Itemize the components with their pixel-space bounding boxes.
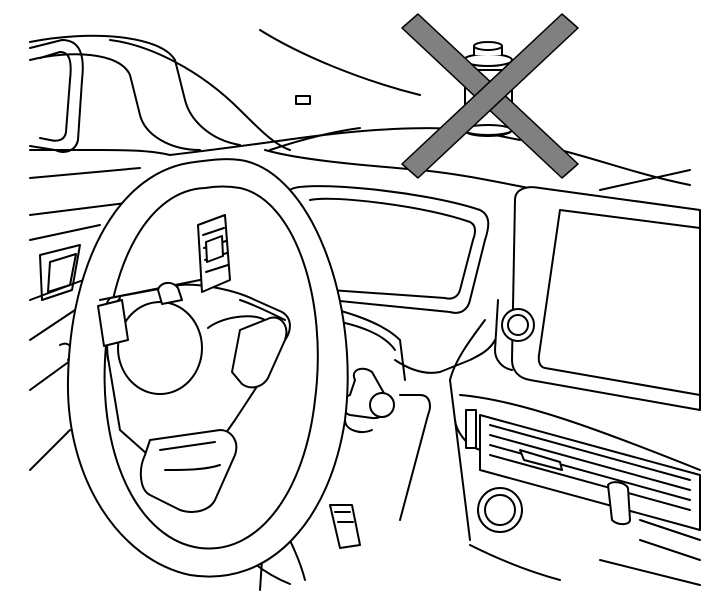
cross-mark-icon xyxy=(401,13,579,179)
hazard-switch xyxy=(465,409,477,449)
lower-console xyxy=(599,519,701,586)
center-vents xyxy=(465,409,701,531)
windshield-sensor xyxy=(295,95,311,105)
instrument-cluster xyxy=(289,185,490,314)
side-mirror xyxy=(29,39,84,153)
volume-knob xyxy=(501,308,535,342)
infotainment-screen xyxy=(511,186,701,411)
steering-wheel xyxy=(66,158,349,578)
climate-knob xyxy=(477,487,523,533)
column-controls xyxy=(341,367,395,433)
center-stack xyxy=(449,299,701,581)
